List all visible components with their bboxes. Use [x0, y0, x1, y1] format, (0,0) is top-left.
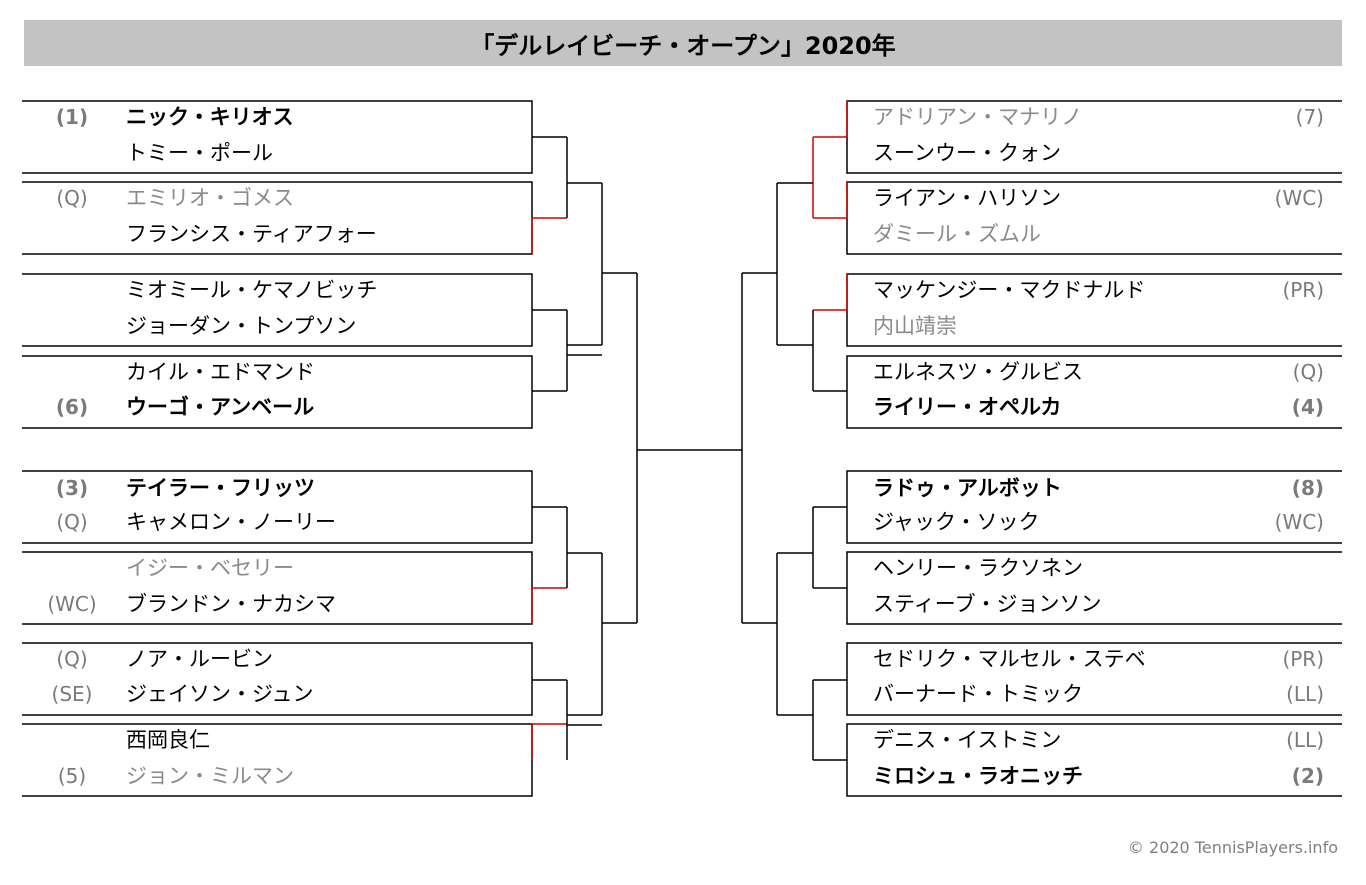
player-name: ミオミール・ケマノビッチ	[126, 278, 378, 302]
player-name: ミロシュ・ラオニッチ	[873, 764, 1083, 788]
player-name: ライリー・オペルカ	[873, 395, 1062, 419]
player-name: 内山靖崇	[873, 314, 957, 338]
player-name: スティーブ・ジョンソン	[873, 592, 1102, 616]
player-seed: (8)	[1291, 476, 1324, 500]
match-box	[22, 355, 533, 429]
player-name: テイラー・フリッツ	[126, 476, 315, 500]
player-seed: (4)	[1291, 395, 1324, 419]
match-box	[22, 642, 533, 716]
player-name: ジョン・ミルマン	[126, 764, 294, 788]
player-name: ブランドン・ナカシマ	[126, 592, 336, 616]
player-name: ウーゴ・アンベール	[126, 395, 315, 419]
player-seed: (Q)	[56, 186, 88, 210]
player-name: エルネスツ・グルビス	[873, 360, 1083, 384]
player-name: ジェイソン・ジュン	[126, 682, 314, 706]
player-seed: (SE)	[51, 682, 93, 706]
page-title: 「デルレイビーチ・オープン」2020年	[24, 20, 1342, 66]
player-name: 西岡良仁	[126, 728, 210, 752]
player-seed: (Q)	[1292, 360, 1324, 384]
player-seed: (WC)	[47, 592, 97, 616]
player-seed: (5)	[57, 764, 87, 788]
player-seed: (Q)	[56, 647, 88, 671]
player-name: デニス・イストミン	[873, 728, 1062, 752]
player-name: アドリアン・マナリノ	[873, 105, 1083, 129]
player-seed: (PR)	[1282, 647, 1324, 671]
player-name: ラドゥ・アルボット	[873, 476, 1062, 500]
player-seed: (PR)	[1282, 278, 1324, 302]
player-seed: (6)	[55, 395, 89, 419]
match-box	[846, 355, 1342, 429]
player-name: ジャック・ソック	[873, 510, 1040, 534]
player-seed: (1)	[55, 105, 89, 129]
player-name: ノア・ルービン	[126, 647, 273, 671]
player-seed: (LL)	[1286, 682, 1324, 706]
player-seed: (7)	[1295, 105, 1324, 129]
player-name: イジー・ベセリー	[126, 556, 294, 580]
player-name: セドリク・マルセル・ステベ	[873, 647, 1146, 671]
copyright-notice: © 2020 TennisPlayers.info	[1127, 838, 1338, 857]
player-seed: (WC)	[1274, 510, 1324, 534]
player-name: ヘンリー・ラクソネン	[873, 556, 1083, 580]
player-seed: (2)	[1291, 764, 1324, 788]
player-name: キャメロン・ノーリー	[126, 510, 336, 534]
player-seed: (WC)	[1274, 186, 1324, 210]
player-name: スーンウー・クォン	[873, 141, 1061, 165]
player-name: エミリオ・ゴメス	[126, 186, 294, 210]
player-name: マッケンジー・マクドナルド	[873, 278, 1146, 302]
player-name: ダミール・ズムル	[873, 222, 1041, 246]
player-name: バーナード・トミック	[873, 682, 1083, 706]
player-name: カイル・エドマンド	[126, 360, 315, 384]
player-name: ライアン・ハリソン	[873, 186, 1062, 210]
player-name: フランシス・ティアフォー	[126, 222, 377, 246]
player-seed: (Q)	[56, 510, 88, 534]
player-name: ニック・キリオス	[126, 105, 294, 129]
player-name: ジョーダン・トンプソン	[126, 314, 357, 338]
player-seed: (3)	[55, 476, 89, 500]
match-box	[846, 642, 1342, 716]
player-seed: (LL)	[1286, 728, 1324, 752]
player-name: トミー・ポール	[126, 141, 273, 165]
